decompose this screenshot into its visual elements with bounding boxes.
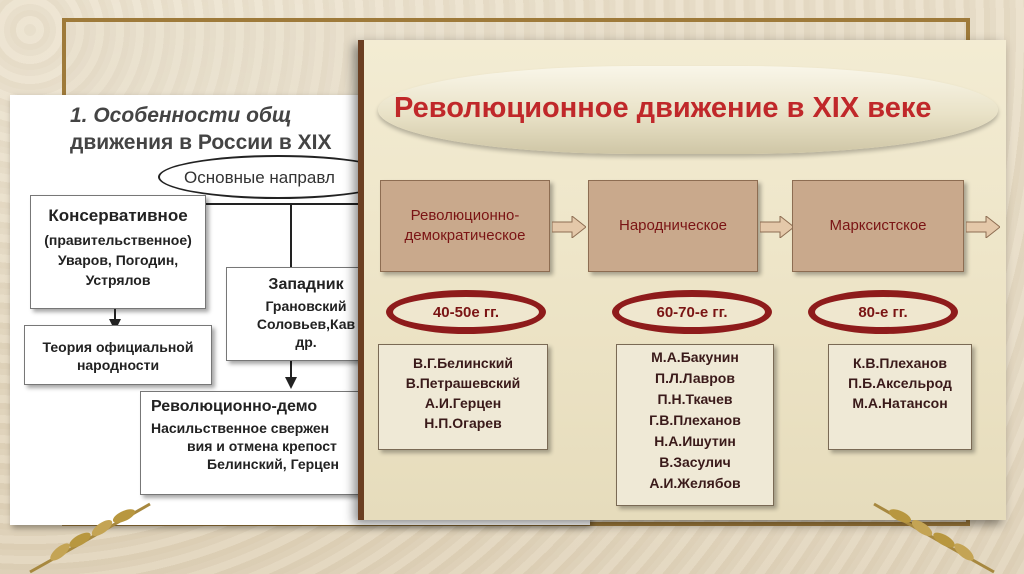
arrow-down-icon [285,377,297,389]
direction-label: Народническое [618,217,728,234]
conservative-people-2: Устрялов [85,272,151,288]
names-list-revolutionary-democratic: В.Г.Белинский В.Петрашевский А.И.Герцен … [378,344,548,450]
person-name: А.И.Желябов [649,475,741,491]
westerners-people-3: др. [295,334,317,350]
connector [114,309,116,321]
period-oval: 40-50е гг. [386,290,546,334]
revolutionary-label: Революционно-демо [151,398,318,415]
left-title-line1: 1. Особенности общ [70,104,292,127]
left-slide-title: 1. Особенности общ движения в России в X… [70,102,590,156]
westerners-people-2: Соловьев,Кав [256,316,356,332]
person-name: П.Л.Лавров [655,370,735,386]
period-oval: 80-е гг. [808,290,958,334]
revolutionary-line2: вия и отмена крепост [187,438,337,454]
period-oval: 60-70-е гг. [612,290,772,334]
theory-line1: Теория официальной [42,339,194,355]
direction-label: Революционно-демократическое [404,207,526,244]
laurel-left-icon [29,502,151,574]
left-title-line2: движения в России в XIX [70,131,332,154]
names-list-narodnik: М.А.Бакунин П.Л.Лавров П.Н.Ткачев Г.В.Пл… [616,344,774,506]
arrow-right-icon [552,216,586,238]
person-name: Н.А.Ишутин [654,433,736,449]
theory-box: Теория официальной народности [24,325,212,385]
conservative-box: Консервативное (правительственное) Уваро… [30,195,206,309]
direction-box-narodnik: Народническое [588,180,758,272]
arrow-right-icon [760,216,794,238]
main-title: Революционное движение в XIX веке [394,92,932,124]
westerners-people-1: Грановский [265,298,347,314]
person-name: М.А.Натансон [852,395,948,411]
laurel-right-icon [873,502,995,574]
conservative-people-1: Уваров, Погодин, [57,252,179,268]
person-name: Н.П.Огарев [424,415,502,431]
direction-box-marxist: Марксистское [792,180,964,272]
revolutionary-line3: Белинский, Герцен [207,456,340,472]
person-name: М.А.Бакунин [651,349,739,365]
connector [290,363,292,379]
title-banner [378,66,998,154]
person-name: К.В.Плеханов [853,355,947,371]
person-name: А.И.Герцен [424,395,502,411]
westerners-label: Западник [268,276,344,293]
direction-label: Марксистское [829,217,927,234]
right-slide: Революционное движение в XIX веке Револю… [358,40,1006,520]
person-name: Г.В.Плеханов [649,412,741,428]
person-name: В.Засулич [659,454,731,470]
person-name: В.Петрашевский [405,375,521,391]
person-name: П.Б.Аксельрод [848,375,952,391]
person-name: П.Н.Ткачев [657,391,733,407]
names-list-marxist: К.В.Плеханов П.Б.Аксельрод М.А.Натансон [828,344,972,450]
conservative-label: Консервативное [48,206,188,225]
person-name: В.Г.Белинский [413,355,513,371]
connector-horizontal [95,203,455,205]
revolutionary-line1: Насильственное свержен [151,420,330,436]
direction-box-revolutionary-democratic: Революционно-демократическое [380,180,550,272]
revolutionary-box: Революционно-демо Насильственное свержен… [140,391,370,495]
conservative-sub: (правительственное) [44,232,192,248]
arrow-right-icon [966,216,1000,238]
theory-line2: народности [76,357,160,373]
